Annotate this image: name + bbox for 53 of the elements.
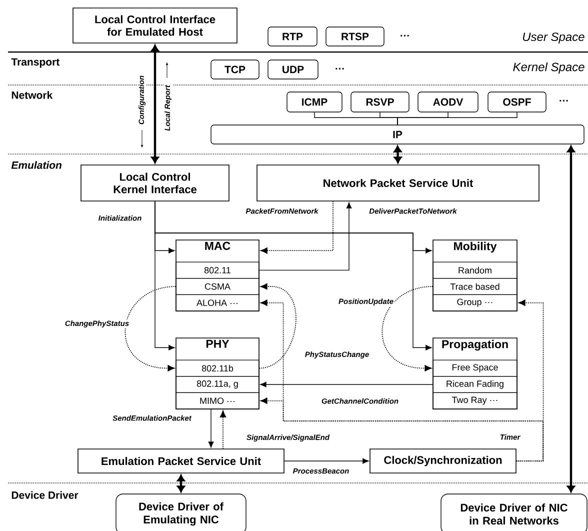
table-row: 802.11 — [176, 262, 260, 279]
arrow — [258, 283, 296, 369]
space-label: Kernel Space — [512, 61, 586, 75]
protocol-box: TCP — [210, 60, 260, 80]
protocol-box: RSVP — [350, 92, 410, 112]
protocol-box: AODV — [418, 92, 478, 112]
arrow — [394, 146, 402, 164]
driver-box: Device Driver of Emulating NIC — [116, 494, 246, 531]
table-row: MIMO ··· — [176, 392, 260, 410]
table-row: CSMA — [176, 278, 260, 295]
arrow — [258, 202, 352, 271]
table-row: Trace based — [432, 278, 518, 295]
arrow — [154, 201, 432, 350]
table-row: Two Ray ··· — [432, 392, 518, 410]
table-row: ALOHA ··· — [176, 294, 260, 312]
protocol-box: OSPF — [488, 92, 546, 112]
table-row: Group ··· — [432, 294, 518, 312]
space-label: User Space — [521, 32, 586, 44]
unit-box: Network Packet Service Unit — [256, 164, 540, 202]
protocol-box: IP — [210, 124, 584, 144]
table-row: Ricean Fading — [432, 376, 518, 393]
table-row: Free Space — [432, 360, 518, 377]
table-row: 802.11b — [176, 360, 260, 377]
driver-box: Device Driver of NIC in Real Networks — [440, 494, 588, 531]
table-row: 802.11a, g — [176, 376, 260, 393]
protocol-box: ICMP — [286, 92, 342, 112]
arrow — [284, 458, 369, 464]
layer-label: Emulation — [10, 160, 63, 170]
arrow — [125, 286, 176, 372]
unit-box: Local Control Interface for Emulated Host — [72, 8, 238, 44]
arrow — [567, 146, 575, 492]
ellipsis: ··· — [334, 66, 346, 74]
layer-label: Transport — [10, 57, 61, 69]
layer-label: Device Driver — [10, 490, 80, 500]
protocol-box: RTP — [268, 26, 318, 46]
layer-label: Network — [10, 90, 54, 100]
arrow — [382, 286, 434, 372]
unit-box: Emulation Packet Service Unit — [78, 448, 284, 474]
ellipsis: ··· — [558, 98, 570, 106]
arrow — [151, 44, 159, 164]
arrow — [260, 382, 434, 388]
arrow — [208, 409, 214, 448]
unit-box: Local Control Kernel Interface — [80, 164, 230, 202]
arrow — [260, 398, 544, 462]
arrow — [177, 474, 185, 492]
arrow — [220, 410, 226, 450]
protocol-box: RTSP — [326, 26, 384, 46]
arrow — [516, 300, 544, 462]
arrow — [260, 200, 334, 254]
ellipsis: ··· — [399, 34, 411, 40]
table-row: Random — [432, 262, 518, 279]
protocol-box: UDP — [268, 60, 318, 80]
unit-box: Clock/Synchronization — [370, 448, 516, 474]
